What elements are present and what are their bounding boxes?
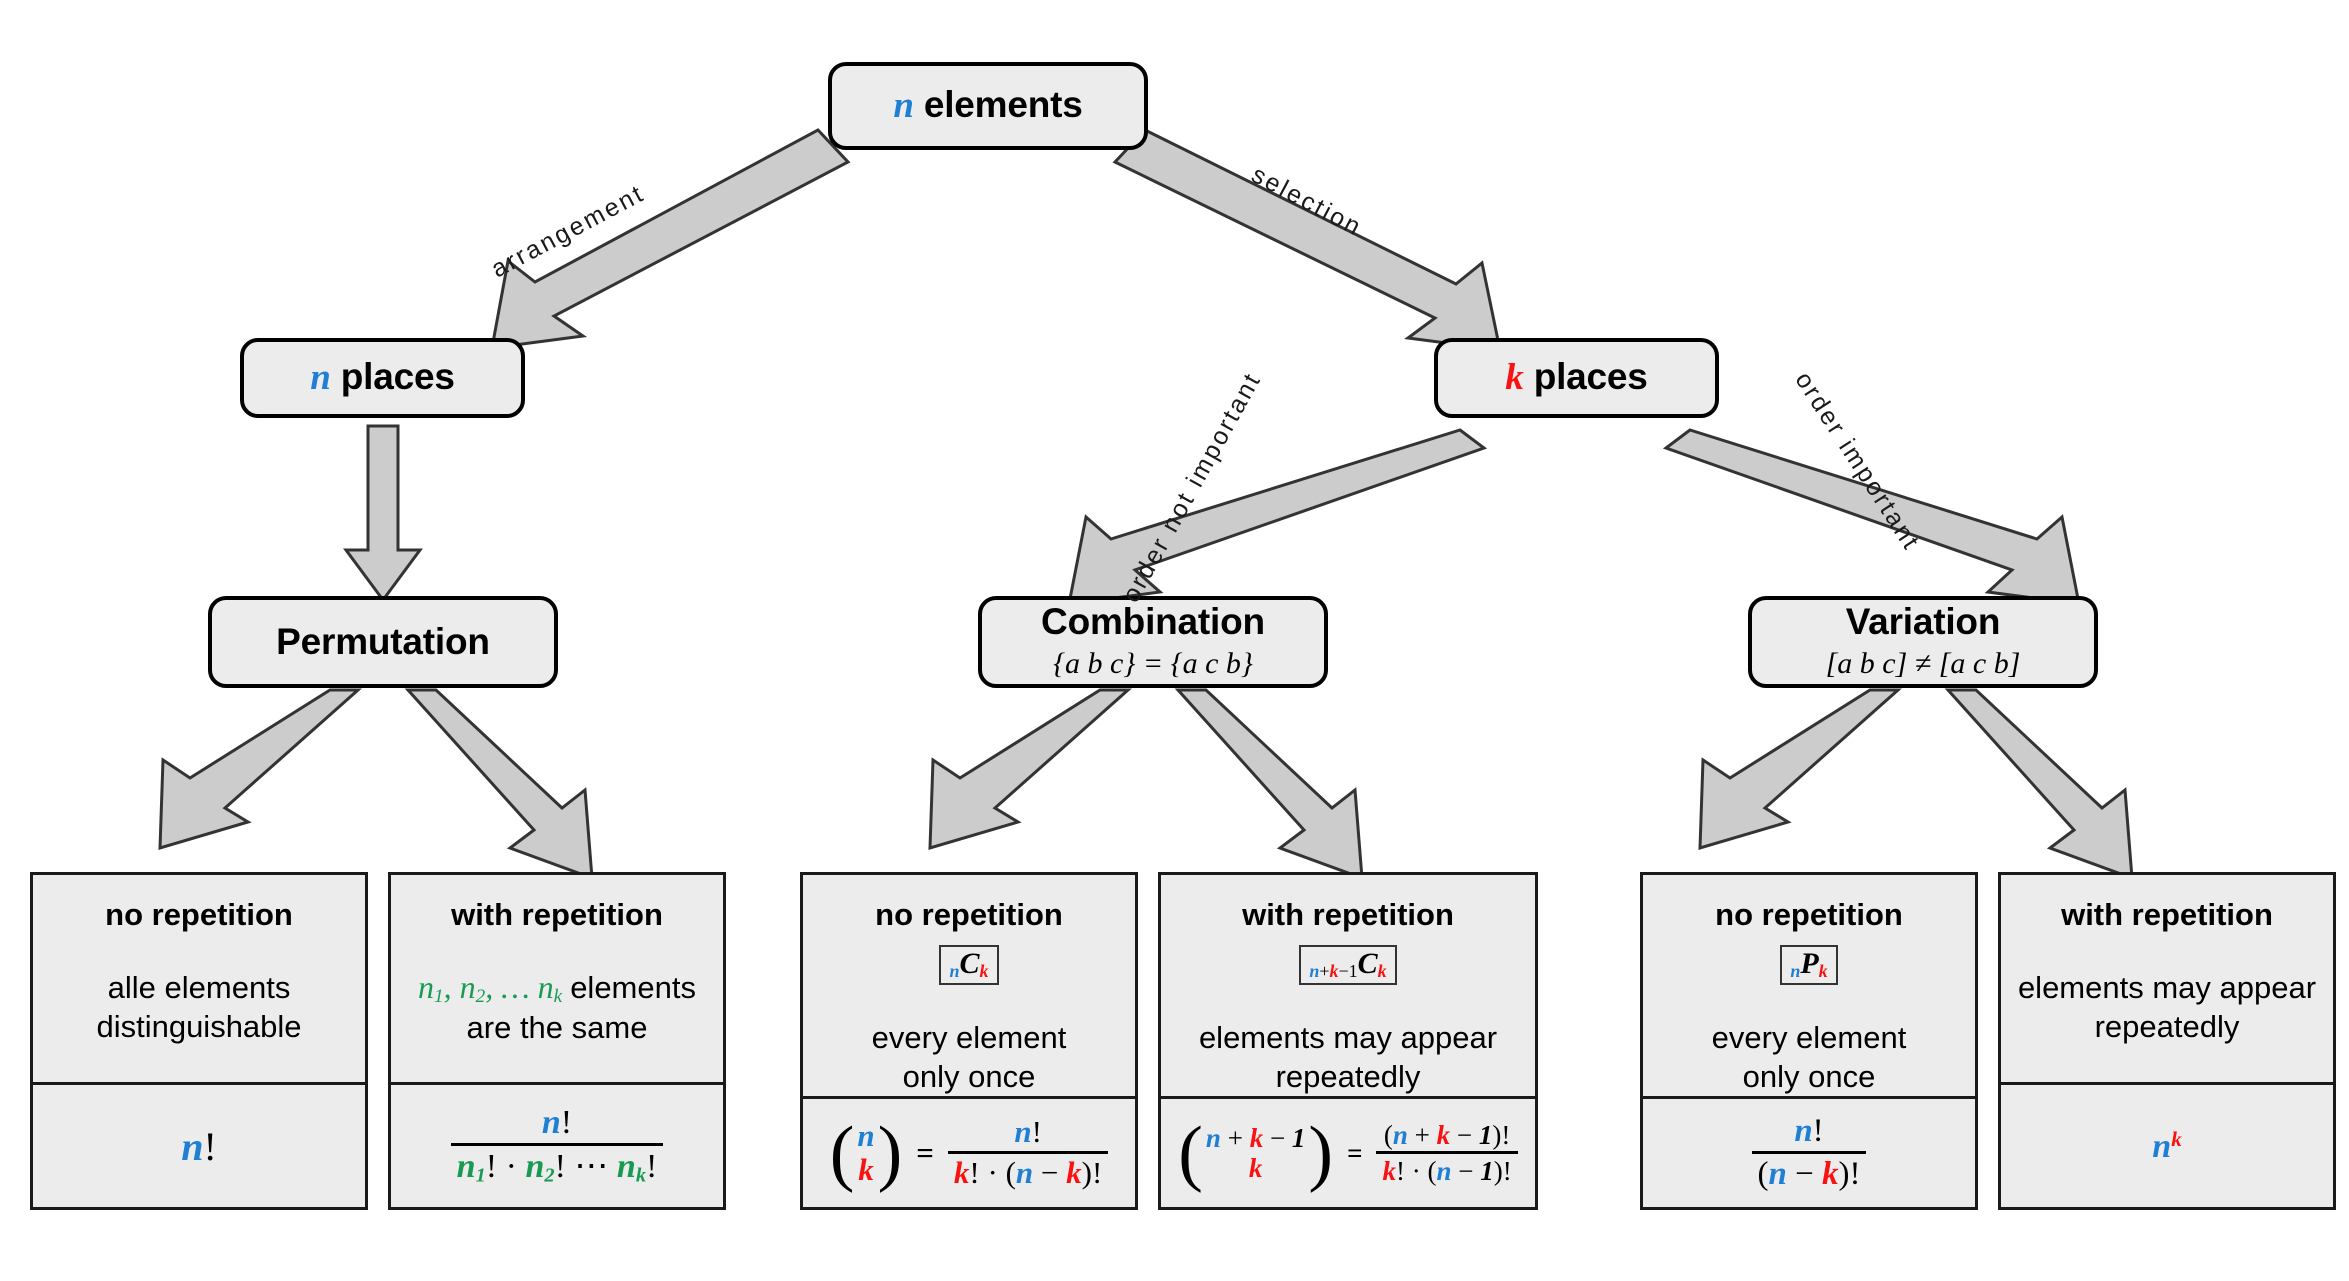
node-variation-title: Variation: [1845, 600, 2001, 642]
arrow-root-to-k-places: [1112, 128, 1502, 352]
leaf-variation-with-repetition[interactable]: with repetition elements may appear repe…: [1998, 872, 2336, 1210]
symbol-n: n: [310, 357, 331, 399]
leaf-upper: with repetition n+k−1Ck elements may app…: [1161, 875, 1535, 1096]
node-permutation-title: Permutation: [276, 620, 490, 662]
leaf-upper: no repetition nCk every element only onc…: [803, 875, 1135, 1096]
node-combination[interactable]: Combination {a b c} = {a c b}: [978, 596, 1328, 688]
leaf-formula: n!: [33, 1082, 365, 1207]
leaf-permutation-with-repetition[interactable]: with repetition n1, n2, … nk elements ar…: [388, 872, 726, 1210]
node-n-places[interactable]: n places: [240, 338, 525, 418]
leaf-head: no repetition: [1715, 897, 1903, 932]
notation-n-plus-k-minus-1-C-k: n+k−1Ck: [1299, 945, 1397, 985]
arrow-combination-to-no-repetition: [928, 688, 1132, 851]
leaf-description: every element only once: [871, 1019, 1067, 1094]
leaf-description: alle elements distinguishable: [96, 969, 302, 1044]
leaf-upper: with repetition n1, n2, … nk elements ar…: [391, 875, 723, 1082]
leaf-upper: no repetition nPk every element only onc…: [1643, 875, 1975, 1096]
node-variation[interactable]: Variation [a b c] ≠ [a c b]: [1748, 596, 2098, 688]
node-n-places-text: places: [330, 356, 455, 398]
leaf-head: no repetition: [105, 897, 293, 932]
leaf-head: with repetition: [1242, 897, 1454, 932]
symbol-k: k: [1505, 357, 1524, 399]
leaf-combination-no-repetition[interactable]: no repetition nCk every element only onc…: [800, 872, 1138, 1210]
leaf-formula: ( n + k − 1 k ) = (n +: [1161, 1096, 1535, 1207]
node-k-places-text: places: [1523, 356, 1648, 398]
edge-label-order-not-important: order not important: [1116, 367, 1267, 608]
node-permutation[interactable]: Permutation: [208, 596, 558, 688]
node-k-places-label: k places: [1505, 356, 1648, 399]
leaf-formula: n! n1! · n2! ⋯ nk!: [391, 1082, 723, 1207]
edge-label-selection: selection: [1246, 160, 1368, 243]
arrow-permutation-to-no-repetition: [158, 688, 362, 851]
node-n-places-label: n places: [310, 356, 455, 399]
arrow-variation-to-with-repetition: [1944, 688, 2134, 881]
node-n-elements[interactable]: n elements: [828, 62, 1148, 150]
notation-nPk: nPk: [1780, 945, 1838, 985]
leaf-description: elements may appear repeatedly: [1198, 1019, 1498, 1094]
leaf-formula: nk: [2001, 1082, 2333, 1207]
notation-nCk: nCk: [939, 945, 999, 985]
arrow-combination-to-with-repetition: [1174, 688, 1364, 881]
leaf-head: no repetition: [875, 897, 1063, 932]
leaf-upper: with repetition elements may appear repe…: [2001, 875, 2333, 1082]
node-k-places[interactable]: k places: [1434, 338, 1719, 418]
leaf-formula: n! (n − k)!: [1643, 1096, 1975, 1207]
arrow-k-places-to-variation: [1662, 428, 2081, 606]
leaf-permutation-no-repetition[interactable]: no repetition alle elements distinguisha…: [30, 872, 368, 1210]
symbol-n: n: [893, 85, 914, 127]
arrow-n-places-to-permutation: [343, 424, 423, 603]
arrow-permutation-to-with-repetition: [404, 688, 594, 881]
leaf-description: elements may appear repeatedly: [2017, 969, 2317, 1044]
leaf-combination-with-repetition[interactable]: with repetition n+k−1Ck elements may app…: [1158, 872, 1538, 1210]
leaf-description: n1, n2, … nk elements are the same: [418, 969, 696, 1046]
node-combination-subtitle: {a b c} = {a c b}: [1053, 647, 1253, 681]
leaf-description: every element only once: [1711, 1019, 1907, 1094]
leaf-upper: no repetition alle elements distinguisha…: [33, 875, 365, 1082]
leaf-head: with repetition: [2061, 897, 2273, 932]
node-combination-title: Combination: [1041, 600, 1265, 642]
edge-label-arrangement: arrangement: [486, 179, 650, 284]
arrow-variation-to-no-repetition: [1698, 688, 1902, 851]
node-variation-subtitle: [a b c] ≠ [a c b]: [1825, 647, 2021, 681]
node-n-elements-text: elements: [913, 84, 1083, 126]
edge-label-order-important: order important: [1789, 366, 1926, 556]
leaf-formula: ( n k ) = n! k! · (n − k)!: [803, 1096, 1135, 1207]
leaf-variation-no-repetition[interactable]: no repetition nPk every element only onc…: [1640, 872, 1978, 1210]
node-n-elements-label: n elements: [893, 84, 1083, 127]
leaf-head: with repetition: [451, 897, 663, 932]
